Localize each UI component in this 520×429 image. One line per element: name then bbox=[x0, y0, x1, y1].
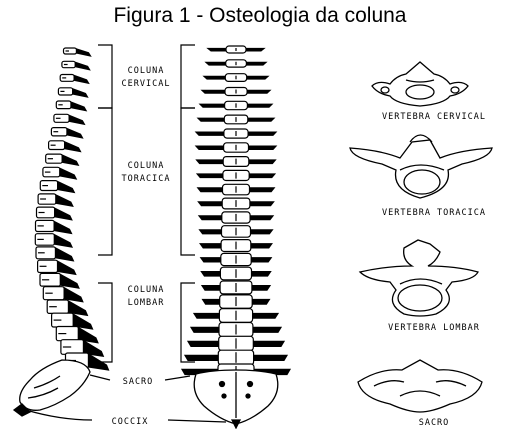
frontal-vertebra bbox=[200, 101, 272, 109]
lateral-vertebra bbox=[58, 88, 87, 97]
lateral-vertebra bbox=[54, 114, 85, 124]
lateral-vertebra bbox=[36, 220, 72, 233]
lateral-vertebra bbox=[40, 273, 79, 288]
lateral-vertebra bbox=[51, 128, 82, 138]
frontal-vertebra bbox=[199, 212, 273, 223]
lateral-vertebra bbox=[37, 207, 72, 220]
label-coluna-cervical-1: COLUNA bbox=[128, 66, 165, 76]
lateral-vertebra bbox=[43, 167, 76, 179]
label-coluna-toracica-2: TORACICA bbox=[122, 174, 171, 184]
frontal-vertebra bbox=[198, 184, 274, 195]
frontal-vertebra bbox=[202, 88, 270, 96]
frontal-vertebra bbox=[197, 170, 275, 180]
frontal-vertebra bbox=[188, 336, 284, 350]
label-coluna-lombar-2: LOMBAR bbox=[128, 298, 165, 308]
lateral-vertebra bbox=[38, 194, 73, 206]
lateral-vertebra bbox=[36, 247, 73, 261]
label-sacro: SACRO bbox=[123, 377, 154, 387]
lateral-spine bbox=[35, 48, 108, 370]
sacrum-drawing bbox=[358, 360, 482, 412]
label-coluna-cervical-2: CERVICAL bbox=[122, 79, 171, 89]
label-coccix: COCCIX bbox=[112, 417, 149, 427]
figure-title: Figura 1 - Osteologia da coluna bbox=[0, 3, 520, 29]
lateral-vertebra bbox=[60, 75, 88, 84]
frontal-vertebra bbox=[196, 129, 276, 138]
frontal-vertebra bbox=[204, 74, 268, 82]
label-vertebra-sacro: SACRO bbox=[419, 418, 450, 428]
frontal-vertebra bbox=[200, 240, 272, 252]
lateral-vertebra bbox=[40, 181, 74, 193]
frontal-vertebra bbox=[198, 115, 274, 124]
lateral-vertebra bbox=[38, 260, 76, 274]
label-coluna-toracica-1: COLUNA bbox=[128, 161, 165, 171]
frontal-vertebra bbox=[201, 253, 271, 265]
frontal-vertebra bbox=[197, 157, 276, 167]
cervical-vertebra-drawing bbox=[372, 62, 468, 106]
lateral-vertebra bbox=[64, 48, 91, 56]
frontal-vertebra bbox=[196, 143, 276, 152]
frontal-vertebra bbox=[200, 226, 273, 238]
frontal-sacrum bbox=[194, 370, 278, 428]
frontal-vertebra bbox=[203, 295, 270, 308]
frontal-vertebra bbox=[202, 281, 270, 294]
label-vertebra-lombar: VERTEBRA LOMBAR bbox=[388, 323, 480, 333]
lateral-vertebra bbox=[46, 154, 79, 165]
frontal-vertebra bbox=[198, 198, 273, 209]
region-labels: COLUNA CERVICAL COLUNA TORACICA COLUNA L… bbox=[112, 66, 171, 427]
frontal-vertebra bbox=[201, 267, 270, 280]
label-vertebra-toracica: VERTEBRA TORACICA bbox=[382, 208, 486, 218]
lateral-vertebra bbox=[49, 141, 81, 152]
lateral-vertebra bbox=[56, 101, 86, 111]
frontal-vertebra bbox=[206, 60, 266, 67]
lateral-sacrum bbox=[14, 360, 90, 416]
label-coluna-lombar-1: COLUNA bbox=[128, 285, 165, 295]
frontal-vertebra bbox=[185, 350, 287, 365]
label-vertebra-cervical: VERTEBRA CERVICAL bbox=[382, 112, 486, 122]
frontal-vertebra bbox=[194, 309, 278, 323]
frontal-vertebra bbox=[208, 46, 264, 53]
lateral-vertebra bbox=[35, 234, 72, 247]
thoracic-vertebra-drawing bbox=[350, 135, 492, 198]
lateral-vertebra bbox=[62, 61, 90, 69]
spine-illustration: COLUNA CERVICAL COLUNA TORACICA COLUNA L… bbox=[0, 32, 520, 429]
frontal-vertebra bbox=[191, 323, 281, 337]
lumbar-vertebra-drawing bbox=[360, 240, 478, 316]
frontal-spine bbox=[182, 46, 290, 379]
